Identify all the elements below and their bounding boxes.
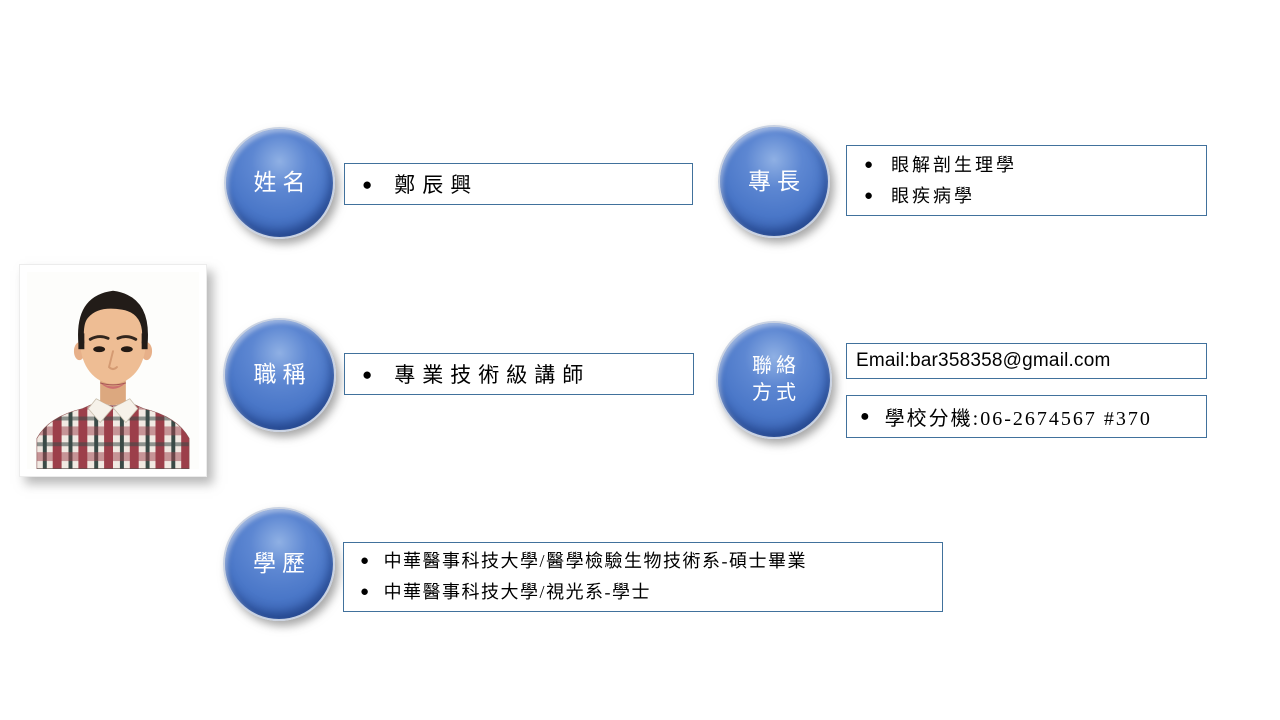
profile-photo [19,264,207,477]
list-item: Email:bar358358@gmail.com [856,350,1196,372]
name-value: 鄭辰興 [394,173,479,197]
bullet-icon: ● [360,553,371,569]
education-value: 中華醫事科技大學/視光系-學士 [383,582,652,602]
list-item: ● 專業技術級講師 [362,359,683,389]
badge-name: 姓名 [224,127,335,239]
bullet-icon: ● [362,364,380,384]
job-title-value-box: ● 專業技術級講師 [344,353,694,395]
portrait-illustration [27,272,199,469]
bullet-icon: ● [362,174,380,194]
badge-job-title: 職稱 [223,318,336,432]
education-value: 中華醫事科技大學/醫學檢驗生物技術系-碩士畢業 [383,551,808,571]
email-value: Email:bar358358@gmail.com [856,350,1111,371]
email-value-box: Email:bar358358@gmail.com [846,343,1207,379]
bullet-icon: ● [360,584,371,600]
job-title-value: 專業技術級講師 [394,363,591,387]
bullet-icon: ● [864,187,877,204]
badge-name-label: 姓名 [253,170,312,195]
list-item: ● 學校分機:06-2674567 #370 [860,402,1196,431]
list-item: ● 中華醫事科技大學/視光系-學士 [360,577,932,608]
list-item: ● 眼疾病學 [864,181,1196,212]
badge-education-label: 學歷 [253,551,311,576]
bullet-icon: ● [864,156,877,173]
badge-contact-label-line2: 方式 [752,382,800,404]
phone-extension-box: ● 學校分機:06-2674567 #370 [846,395,1207,438]
list-item: ● 鄭辰興 [362,169,682,199]
name-value-box: ● 鄭辰興 [344,163,693,205]
badge-job-title-label: 職稱 [253,362,312,387]
specialty-value: 眼解剖生理學 [891,154,1018,175]
specialty-value-box: ● 眼解剖生理學 ● 眼疾病學 [846,145,1207,216]
badge-contact-label-line1: 聯絡 [752,355,800,377]
badge-specialty: 專長 [718,125,830,238]
badge-contact: 聯絡 方式 [716,321,832,439]
badge-education: 學歷 [223,507,335,621]
education-value-box: ● 中華醫事科技大學/醫學檢驗生物技術系-碩士畢業 ● 中華醫事科技大學/視光系… [343,542,943,612]
list-item: ● 中華醫事科技大學/醫學檢驗生物技術系-碩士畢業 [360,546,932,577]
bullet-icon: ● [860,407,872,425]
list-item: ● 眼解剖生理學 [864,150,1196,181]
phone-extension-value: 學校分機:06-2674567 #370 [884,408,1152,430]
badge-specialty-label: 專長 [748,168,806,194]
specialty-value: 眼疾病學 [891,185,976,206]
